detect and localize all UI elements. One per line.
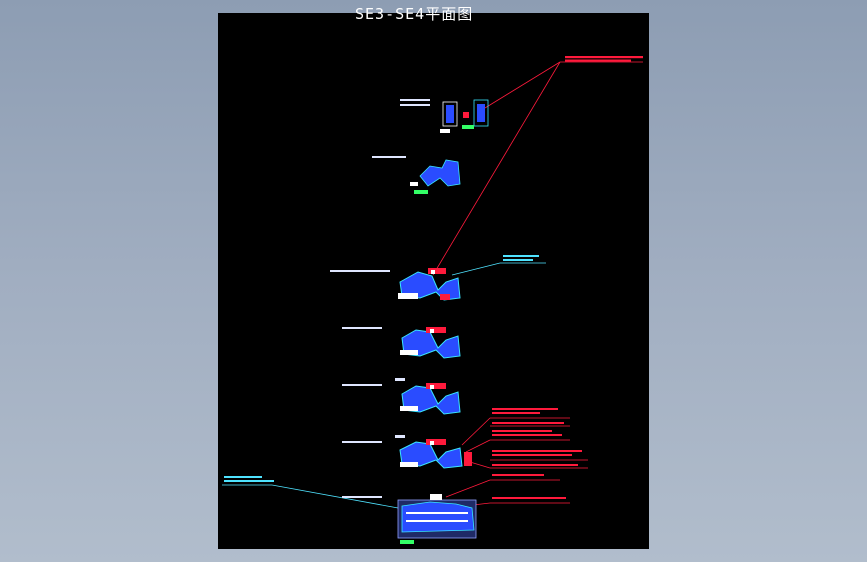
floor-plan-level-2 [400,327,461,359]
floor-plan-level-1 [398,268,461,301]
floor-plan-level-3 [400,383,461,415]
drawing-title: SE3-SE4平面图 [355,5,474,23]
cyan-annotation-notes [224,255,539,482]
floor-plan-ground-level [397,494,477,544]
plan-fragment-second [410,159,461,194]
floor-label-marks [330,99,430,498]
floor-plan-level-4 [399,439,472,469]
red-annotation-notes [492,56,643,499]
cyan-leader-lines [222,262,546,513]
plan-fragment-top [440,99,489,133]
red-leader-lines [432,61,643,508]
